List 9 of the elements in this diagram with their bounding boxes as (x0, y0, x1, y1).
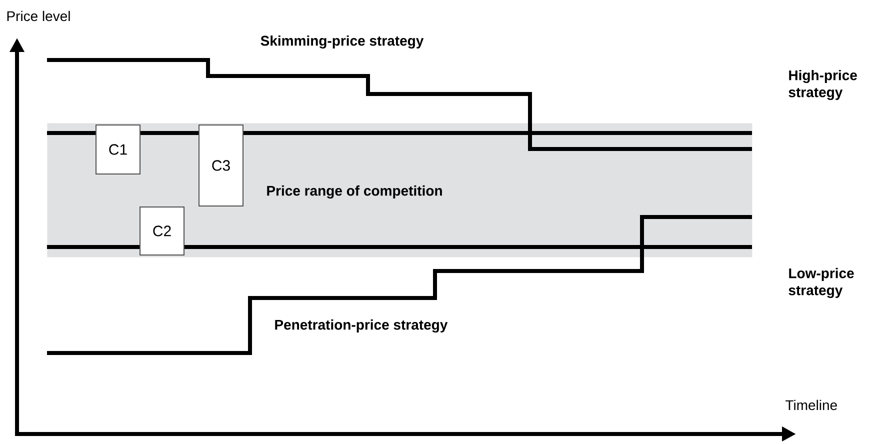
strategy-label: Low-price strategy (788, 268, 854, 298)
competitor-box: C1 (96, 124, 140, 174)
strategy-label: High-price strategy (788, 70, 857, 100)
axis-label: Timeline (786, 400, 837, 410)
strategy-label: Skimming-price strategy (260, 35, 424, 49)
axis-label: Price level (7, 10, 70, 22)
strategy-label: Penetration-price strategy (275, 319, 448, 333)
competitor-box: C3 (198, 124, 244, 206)
competitor-box: C2 (140, 206, 184, 256)
